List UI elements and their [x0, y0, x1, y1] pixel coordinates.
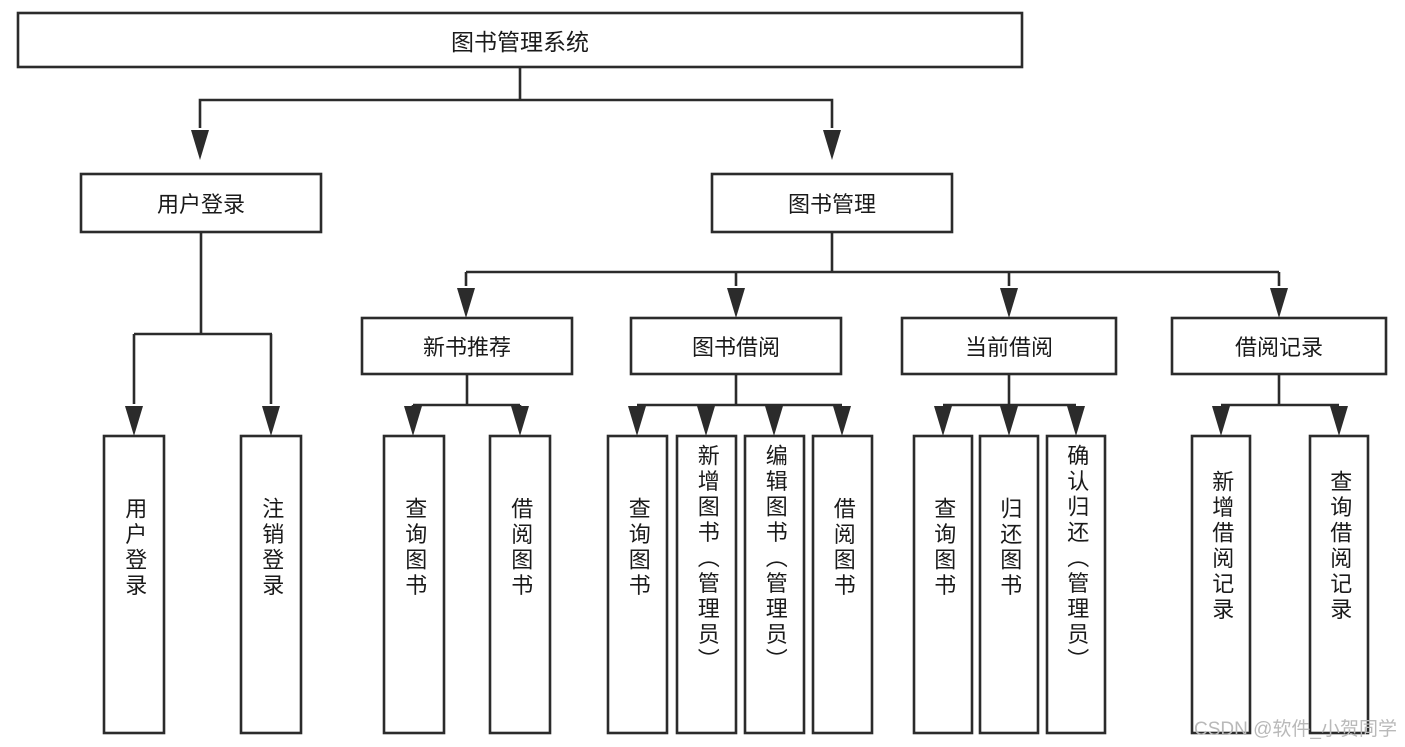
arrow-bb-leaf-1 [628, 406, 646, 436]
leaf-borrow-record-0[interactable] [1190, 434, 1252, 735]
arrow-bb-leaf-2 [697, 406, 715, 436]
arrow-to-current-borrow [1000, 288, 1018, 318]
node-current-borrow[interactable] [900, 316, 1118, 376]
leaf-current-borrow-1[interactable] [978, 434, 1040, 735]
node-root-system[interactable] [16, 11, 1024, 69]
node-borrow-record[interactable] [1170, 316, 1388, 376]
node-new-book-recommend[interactable] [360, 316, 574, 376]
arrow-user-login-leaf-1 [125, 406, 143, 436]
arrow-cb-leaf-3 [1067, 406, 1085, 436]
leaf-book-borrow-3[interactable] [811, 434, 874, 735]
arrow-to-user-login [191, 130, 209, 160]
arrow-cb-leaf-1 [934, 406, 952, 436]
leaf-current-borrow-0[interactable] [912, 434, 974, 735]
arrow-to-new-book-recommend [457, 288, 475, 318]
arrow-user-login-leaf-2 [262, 406, 280, 436]
leaf-new-book-recommend-1[interactable] [488, 434, 552, 735]
arrow-to-book-borrow [727, 288, 745, 318]
arrow-nbr-leaf-1 [404, 406, 422, 436]
leaf-current-borrow-2[interactable] [1045, 434, 1107, 735]
node-book-manage[interactable] [710, 172, 954, 234]
leaf-user-login-1[interactable] [239, 434, 303, 735]
leaf-book-borrow-0[interactable] [606, 434, 669, 735]
node-book-borrow[interactable] [629, 316, 843, 376]
node-user-login[interactable] [79, 172, 323, 234]
leaf-borrow-record-1[interactable] [1308, 434, 1370, 735]
leaf-user-login-0[interactable] [102, 434, 166, 735]
arrow-br-leaf-1 [1212, 406, 1230, 436]
leaf-new-book-recommend-0[interactable] [382, 434, 446, 735]
arrow-cb-leaf-2 [1000, 406, 1018, 436]
arrow-bb-leaf-4 [833, 406, 851, 436]
arrow-br-leaf-2 [1330, 406, 1348, 436]
leaf-book-borrow-2[interactable] [743, 434, 806, 735]
arrow-nbr-leaf-2 [511, 406, 529, 436]
arrow-bb-leaf-3 [765, 406, 783, 436]
arrow-to-book-manage [823, 130, 841, 160]
arrow-to-borrow-record [1270, 288, 1288, 318]
connector-root-to-level2 [198, 98, 834, 128]
leaf-book-borrow-1[interactable] [675, 434, 738, 735]
